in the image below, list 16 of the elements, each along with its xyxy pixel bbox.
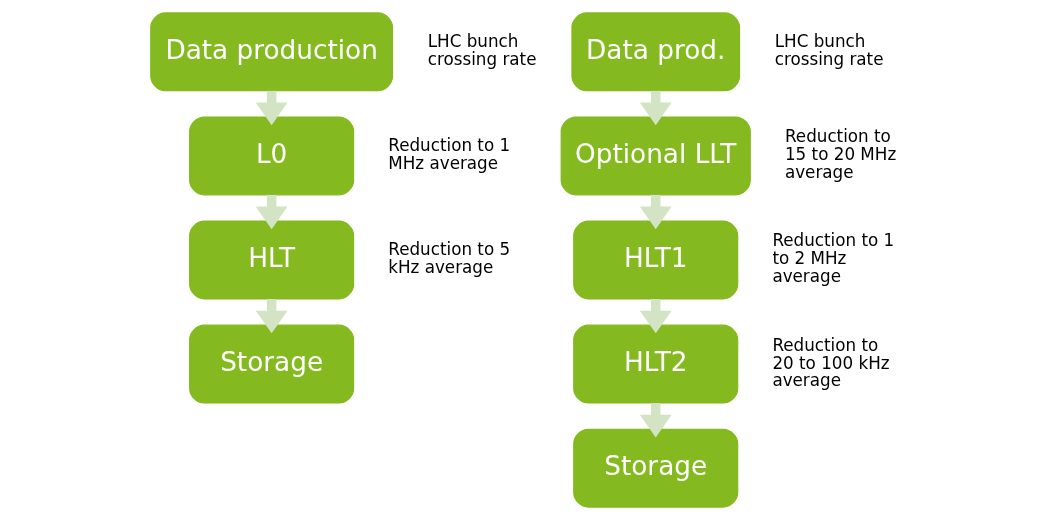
node-label: Reduction to 15 to 20 MHz average xyxy=(784,126,897,183)
node-label: LHC bunch crossing rate xyxy=(774,31,884,70)
node-box: Optional LLT xyxy=(560,116,751,196)
node-label: Reduction to 20 to 100 kHz average xyxy=(772,334,890,391)
node-box: Storage xyxy=(189,324,355,404)
node-label: Reduction to 1 MHz average xyxy=(388,135,511,174)
node-box: Storage xyxy=(573,428,739,508)
node-box: L0 xyxy=(189,116,355,196)
node-label: Reduction to 5 kHz average xyxy=(388,239,511,278)
node-box: HLT xyxy=(189,220,355,300)
node-box: HLT1 xyxy=(573,220,739,300)
node-label: LHC bunch crossing rate xyxy=(427,31,537,70)
node-box: Data production xyxy=(150,12,394,92)
node-box: HLT2 xyxy=(573,324,739,404)
node-label: Reduction to 1 to 2 MHz average xyxy=(772,230,895,287)
node-box: Data prod. xyxy=(571,12,741,92)
